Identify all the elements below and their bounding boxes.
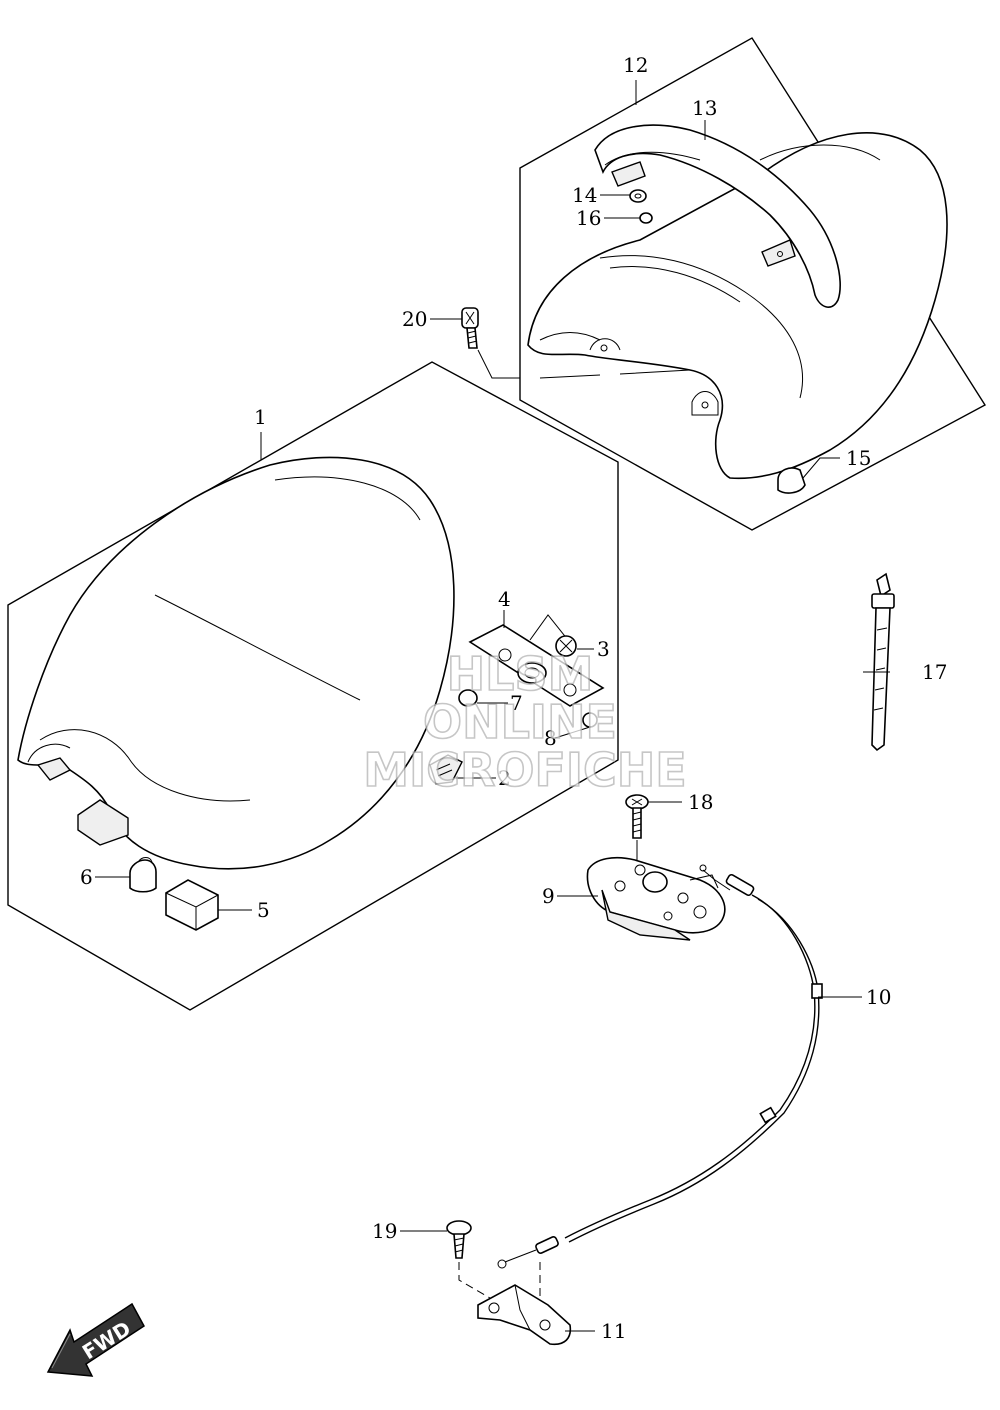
- callout-16: 16: [576, 206, 601, 230]
- callout-19: 19: [372, 1219, 397, 1243]
- callouts: 12 13 14 16 20 15 1 4 3 7 8 2 6 5 17 18 …: [80, 53, 947, 1343]
- rear-seat-cushion: [527, 132, 948, 480]
- watermark-line1: HLSM: [447, 647, 594, 701]
- callout-5: 5: [257, 898, 270, 922]
- cushion-15: [777, 467, 806, 494]
- callout-7: 7: [510, 691, 523, 715]
- cushion-5: [165, 879, 219, 931]
- callout-9: 9: [542, 884, 555, 908]
- screw-19: [446, 1220, 472, 1259]
- bolt-20: [461, 307, 479, 349]
- watermark-line3: MICROFICHE: [363, 743, 686, 797]
- callout-10: 10: [866, 985, 891, 1009]
- collar-7: [458, 689, 478, 707]
- screw-18: [625, 794, 649, 839]
- watermark-line2: ONLINE: [423, 695, 617, 749]
- rear-seat-group-box: [519, 37, 986, 531]
- seat-lock-9: [586, 856, 726, 941]
- cable-10: [497, 864, 823, 1269]
- screw-3: [555, 635, 577, 657]
- latch-plate-4: [468, 624, 605, 707]
- callout-4: 4: [498, 587, 511, 611]
- callout-15: 15: [846, 446, 871, 470]
- callout-3: 3: [597, 637, 610, 661]
- callout-17: 17: [922, 660, 947, 684]
- cable-tie-17: [871, 572, 895, 752]
- clip-2: [429, 754, 463, 785]
- callout-11: 11: [601, 1319, 626, 1343]
- callout-18: 18: [688, 790, 713, 814]
- callout-8: 8: [544, 726, 557, 750]
- callout-2: 2: [498, 766, 511, 790]
- nut-16: [639, 212, 653, 224]
- callout-1: 1: [254, 405, 267, 429]
- callout-20: 20: [402, 307, 427, 331]
- watermark: HLSM ONLINE MICROFICHE: [362, 646, 687, 798]
- callout-13: 13: [692, 96, 717, 120]
- callout-6: 6: [80, 865, 93, 889]
- grab-rail: [594, 124, 841, 308]
- callout-12: 12: [623, 53, 648, 77]
- leader-lines: [95, 80, 890, 1332]
- front-seat-group-box: [7, 361, 619, 1011]
- cushion-6: [129, 857, 157, 893]
- callout-14: 14: [572, 183, 597, 207]
- washer-14: [629, 189, 647, 203]
- fwd-direction-arrow: FWD: [46, 1302, 145, 1377]
- front-seat: [17, 456, 455, 870]
- bracket-11: [477, 1284, 572, 1346]
